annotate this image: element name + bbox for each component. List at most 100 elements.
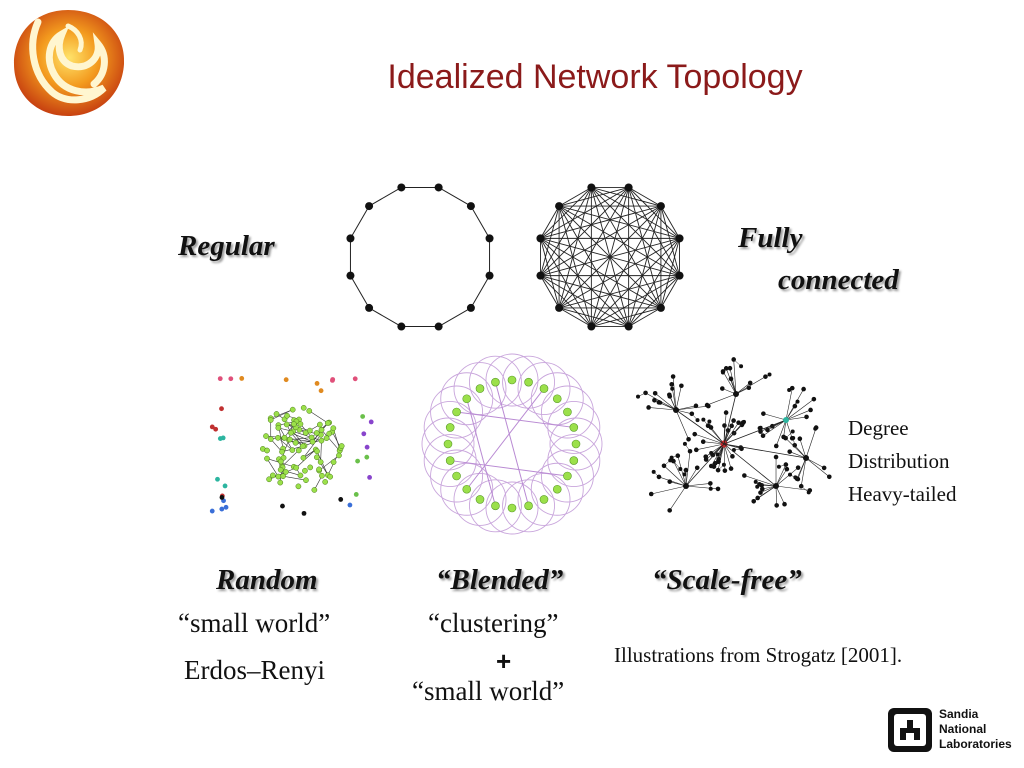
leaf-node: [679, 383, 684, 389]
leaf-node: [716, 456, 721, 462]
complete-node: [555, 303, 564, 312]
leaf-edge: [685, 451, 691, 487]
leaf-edge: [775, 485, 777, 506]
complete-edge: [558, 187, 630, 309]
leaf-node: [687, 448, 693, 454]
leaf-edge: [669, 485, 687, 511]
ring-node: [434, 322, 443, 331]
ring-node: [397, 322, 406, 331]
random-edge: [295, 440, 322, 444]
complete-edge: [558, 237, 680, 309]
isolated-node: [330, 377, 335, 383]
cluster-arc: [468, 479, 522, 533]
leaf-edge: [685, 467, 698, 487]
leaf-edge: [685, 485, 719, 490]
complete-edge: [540, 205, 560, 239]
leaf-node: [736, 420, 741, 425]
leaf-edge: [775, 485, 810, 491]
random-edge: [283, 475, 307, 481]
cluster-arc: [485, 353, 539, 407]
leaf-node: [700, 439, 706, 444]
random-node: [338, 443, 345, 449]
random-node: [336, 452, 342, 459]
random-node: [277, 466, 284, 473]
page-title: Idealized Network Topology: [387, 58, 803, 96]
random-edge: [318, 455, 340, 471]
leaf-edge: [733, 359, 737, 395]
random-node: [275, 425, 282, 431]
leaf-node: [686, 436, 691, 442]
shortcut-edge: [466, 388, 545, 490]
leaf-edge: [651, 485, 687, 495]
leaf-node: [821, 465, 827, 471]
complete-edge: [540, 205, 560, 276]
leaf-node: [761, 411, 766, 416]
blended-node: [462, 484, 472, 494]
isolated-node: [361, 431, 367, 437]
blended-node: [563, 471, 572, 481]
random-node: [279, 448, 285, 455]
complete-edge: [540, 275, 592, 327]
leaf-node: [683, 467, 689, 473]
leaf-node: [692, 431, 698, 437]
label-random: Random: [216, 564, 318, 596]
blended-node: [445, 423, 455, 432]
complete-edge: [540, 238, 560, 309]
ring-edge: [438, 187, 472, 207]
sandia-logo-line: Laboratories: [939, 737, 1012, 751]
random-node: [318, 426, 325, 433]
leaf-node: [795, 476, 801, 482]
random-node: [317, 459, 324, 465]
fully-connected-graph: [536, 183, 684, 331]
complete-edge: [558, 187, 592, 309]
complete-edge: [558, 205, 680, 277]
complete-edge: [540, 237, 662, 309]
random-node: [277, 479, 284, 486]
leaf-node: [774, 503, 779, 508]
caption-clustering: “clustering”: [428, 608, 559, 638]
random-node: [283, 421, 290, 428]
complete-node: [587, 322, 596, 331]
leaf-node: [715, 486, 721, 492]
blended-node: [571, 439, 581, 449]
leaf-node: [795, 399, 800, 404]
leaf-node: [695, 418, 700, 423]
label-connected: connected: [778, 264, 899, 296]
complete-node: [675, 234, 684, 243]
leaf-node: [797, 436, 803, 442]
blended-node: [462, 394, 472, 404]
leaf-node: [784, 466, 790, 472]
isolated-node: [280, 503, 285, 509]
leaf-edge: [785, 409, 811, 421]
isolated-node: [219, 506, 225, 512]
leaf-node: [753, 479, 758, 484]
leaf-node: [667, 508, 672, 513]
ring-edge: [350, 275, 370, 309]
credit-text: Illustrations from Strogatz [2001].: [614, 643, 903, 667]
random-node: [303, 477, 309, 484]
leaf-node: [643, 390, 648, 396]
complete-edge: [628, 307, 662, 327]
complete-edge: [590, 187, 662, 309]
leaf-node: [703, 454, 709, 459]
leaf-edge: [675, 385, 682, 411]
leaf-node: [747, 380, 753, 386]
cluster-arc: [547, 400, 601, 454]
leaf-edge: [696, 443, 725, 451]
complete-edge: [540, 275, 662, 309]
caption-blended-small-world: “small world”: [412, 676, 565, 706]
random-node: [323, 435, 330, 441]
random-node: [289, 447, 296, 453]
complete-edge: [558, 307, 592, 327]
leaf-node: [722, 468, 728, 473]
cluster-arc: [517, 472, 571, 526]
leaf-node: [701, 417, 706, 422]
cluster-arc: [485, 481, 539, 535]
blended-node: [539, 495, 549, 504]
leaf-node: [739, 364, 744, 369]
random-node: [313, 430, 320, 436]
leaf-edge: [723, 420, 734, 445]
blended-node: [507, 503, 517, 513]
ring-node: [397, 183, 406, 192]
sandia-mark-icon: [888, 708, 932, 752]
